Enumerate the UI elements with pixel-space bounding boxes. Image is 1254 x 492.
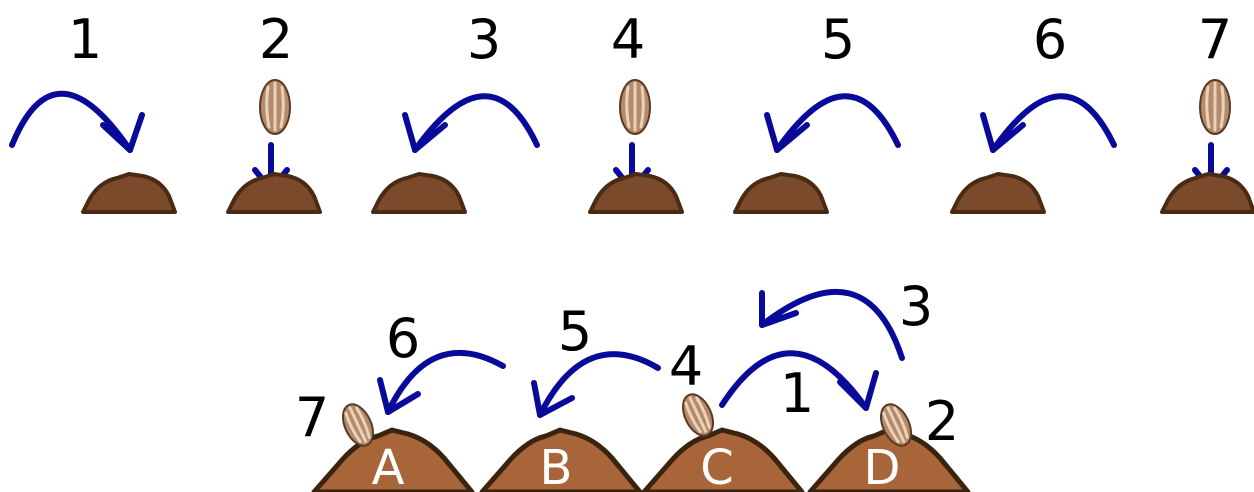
move-left-arrow-icon <box>412 93 540 153</box>
soil-mound <box>226 172 322 214</box>
step-number-4: 4 <box>669 335 703 398</box>
arrowhead-icon <box>100 112 145 153</box>
step-number-2: 2 <box>259 8 293 71</box>
soil-mound <box>1160 172 1254 214</box>
step-number-6: 6 <box>1033 8 1067 71</box>
move-left-arrow-icon <box>537 351 661 418</box>
step-number-3: 3 <box>899 275 933 338</box>
move-left-arrow-icon <box>759 288 905 361</box>
step-number-7: 7 <box>1198 8 1232 71</box>
top-row: 1 2 3 4 5 6 7 <box>9 8 1254 214</box>
mound-label-c: C <box>700 440 734 492</box>
soil-mound <box>81 172 177 214</box>
step-number-2: 2 <box>925 390 959 453</box>
soil-mound <box>588 172 684 214</box>
move-right-arrow-icon <box>9 90 133 153</box>
move-left-arrow-icon <box>990 93 1117 153</box>
mound-label-a: A <box>372 440 405 492</box>
seed-icon <box>1198 78 1232 136</box>
arrowhead-icon <box>759 290 799 328</box>
soil-mound <box>371 172 467 214</box>
move-left-arrow-icon <box>774 93 901 153</box>
seed-icon <box>258 78 292 136</box>
step-number-1: 1 <box>780 362 814 425</box>
step-number-1: 1 <box>68 8 102 71</box>
seed-icon <box>618 78 652 136</box>
step-number-7: 7 <box>295 386 329 449</box>
step-number-6: 6 <box>386 307 420 370</box>
move-left-arrow-icon <box>385 349 506 415</box>
step-number-4: 4 <box>611 8 645 71</box>
step-number-3: 3 <box>467 8 501 71</box>
mound-label-b: B <box>540 440 573 492</box>
mound-label-d: D <box>864 440 901 492</box>
bottom-row: A B C D 1 2 3 4 5 6 7 <box>295 275 968 492</box>
soil-mound <box>733 172 829 214</box>
arrowhead-icon <box>980 112 1026 153</box>
arrowhead-icon <box>837 370 879 411</box>
move-right-arrow-icon <box>719 350 869 411</box>
arrowhead-icon <box>531 380 575 418</box>
arrowhead-icon <box>764 112 810 153</box>
arrowhead-icon <box>402 112 448 153</box>
soil-mound <box>950 172 1046 214</box>
arrowhead-icon <box>377 377 421 415</box>
step-number-5: 5 <box>821 8 855 71</box>
step-number-5: 5 <box>558 300 592 363</box>
